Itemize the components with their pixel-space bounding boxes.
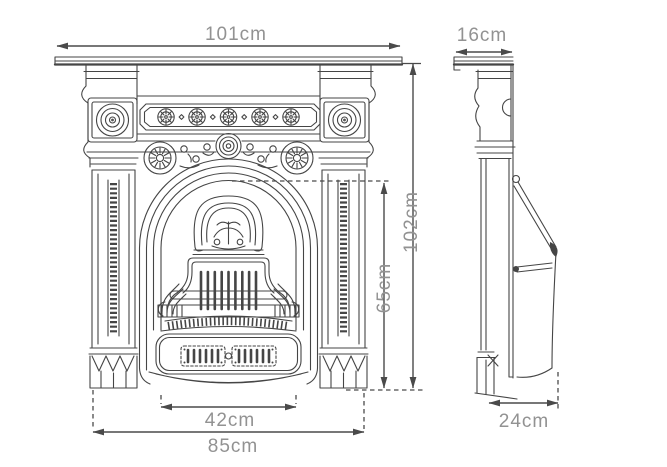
ash-pan-cover bbox=[155, 333, 302, 375]
dimension-mantel-width: 101cm bbox=[56, 24, 401, 50]
pilaster-leg-left bbox=[87, 152, 140, 388]
fire-grate bbox=[157, 270, 300, 332]
frieze-rosette-band bbox=[139, 103, 321, 131]
firebox-rear-profile bbox=[511, 174, 558, 378]
arch-surround bbox=[138, 158, 319, 385]
dim-label-opening-height: 65cm bbox=[374, 263, 395, 313]
dim-label-base-depth: 24cm bbox=[499, 411, 549, 432]
extension-dashed-base-width bbox=[92, 390, 365, 429]
dim-label-overall-height: 102cm bbox=[401, 191, 422, 253]
dimension-overall-height: 102cm bbox=[401, 62, 422, 389]
ash-pan-knob bbox=[224, 352, 233, 360]
dim-label-base-width: 85cm bbox=[208, 436, 258, 457]
dim-label-mantel-depth: 16cm bbox=[457, 25, 507, 46]
hearth-plinth bbox=[148, 371, 309, 384]
dimension-base-width: 85cm bbox=[92, 390, 365, 457]
front-elevation-drawing bbox=[53, 56, 404, 388]
mantel-shelf bbox=[53, 56, 404, 105]
extension-ticks-opening bbox=[160, 395, 297, 404]
side-corbel-block bbox=[474, 63, 516, 160]
side-mantel-shelf bbox=[452, 56, 515, 71]
canopy-hood bbox=[167, 195, 290, 306]
anthemion-ornament bbox=[211, 221, 246, 250]
spandrel-ornament-panel bbox=[136, 132, 321, 175]
dimension-opening-height: 65cm bbox=[232, 180, 424, 391]
dimension-base-depth: 24cm bbox=[488, 372, 559, 432]
pilaster-leg-right bbox=[317, 152, 370, 388]
dim-label-mantel-width: 101cm bbox=[205, 24, 267, 45]
dim-label-opening-width: 42cm bbox=[205, 410, 255, 431]
side-elevation-drawing bbox=[452, 56, 558, 400]
dimension-opening-width: 42cm bbox=[160, 395, 297, 431]
dimension-mantel-depth: 16cm bbox=[455, 25, 513, 56]
side-column-profile bbox=[474, 63, 518, 400]
